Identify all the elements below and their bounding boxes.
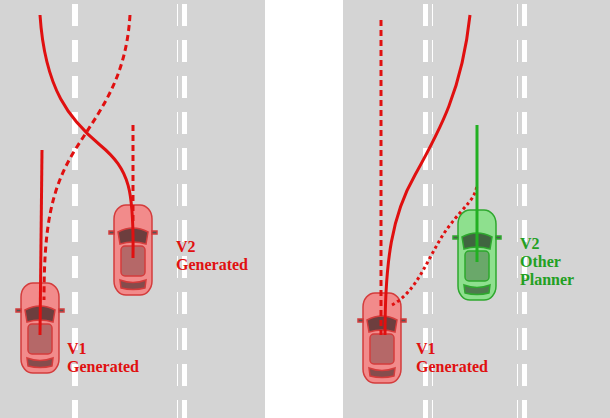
trajectory [44,15,130,300]
trajectories-left [40,15,133,335]
vehicle-label: V2 Other Planner [520,235,582,289]
car-v1 [358,293,406,383]
trajectory [385,15,470,335]
trajectory [132,125,135,222]
trajectory [380,20,383,335]
vehicle-label: V2 Generated [176,238,258,274]
road-right [343,0,610,418]
vehicle-label: V1 Generated [416,340,498,376]
trajectory-other [476,125,479,262]
lane-line [177,0,187,418]
lane-line [517,0,527,418]
trajectories-right [381,15,477,335]
trajectory [40,150,42,335]
road-left [0,0,265,418]
vehicle-label: V1 Generated [67,340,149,376]
trajectory [392,185,477,305]
trajectory [40,15,133,258]
